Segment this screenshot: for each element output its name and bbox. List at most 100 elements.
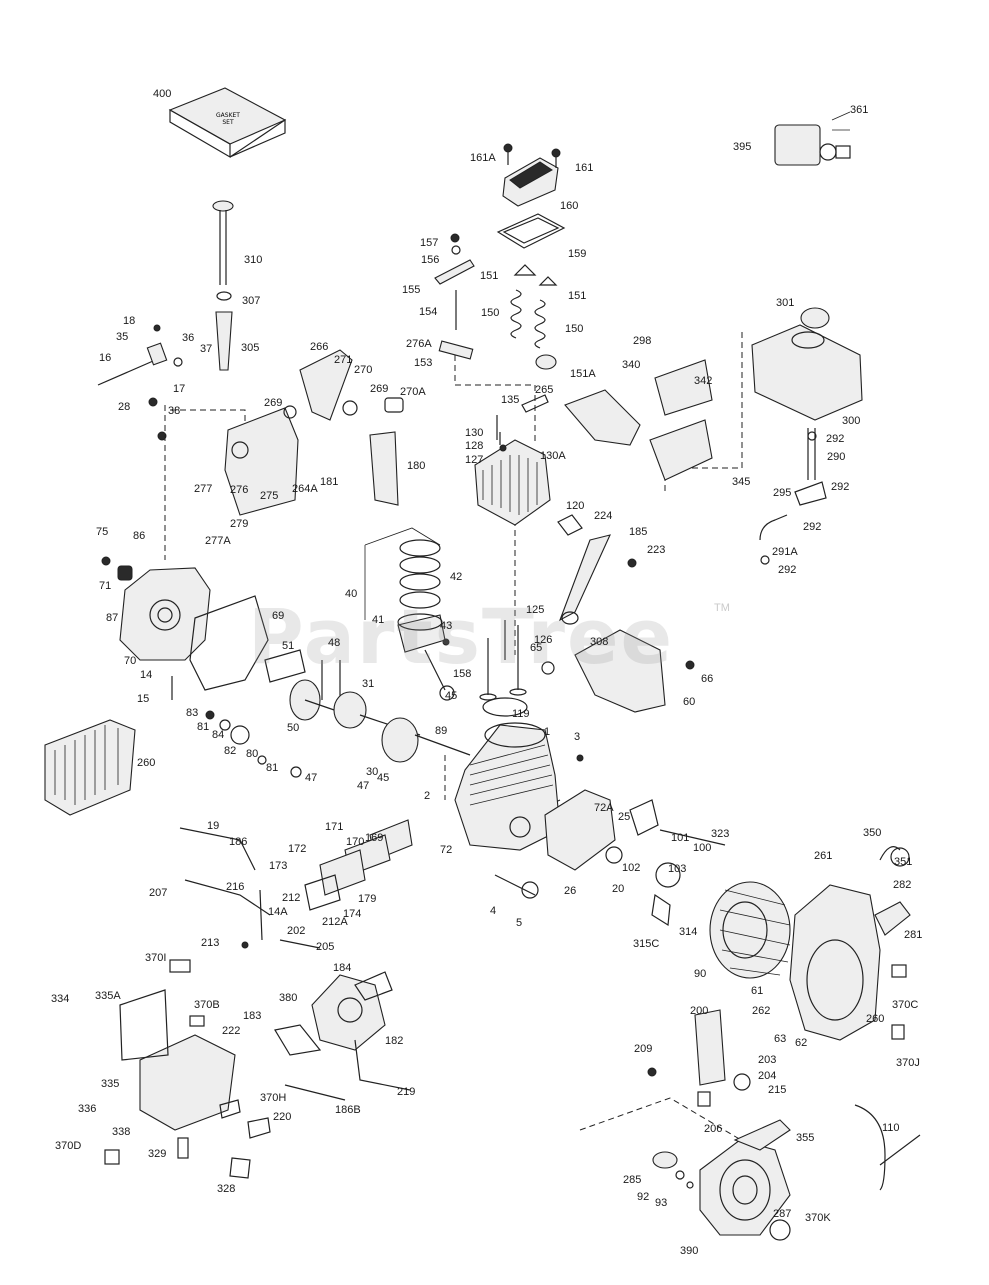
control-bracket-part	[104, 959, 271, 1179]
callout-57: 276	[230, 484, 249, 496]
callout-172: 355	[796, 1132, 815, 1144]
callout-125: 212	[282, 892, 301, 904]
callout-0: 400	[153, 88, 172, 100]
callout-56: 277	[194, 483, 213, 495]
callout-34: 269	[264, 397, 283, 409]
callout-174: 370D	[55, 1140, 82, 1152]
valve-train-parts	[434, 233, 558, 370]
callout-66: 75	[96, 526, 109, 538]
callout-132: 314	[679, 926, 698, 938]
callout-22: 35	[116, 331, 129, 343]
callout-73: 125	[526, 604, 545, 616]
callout-36: 135	[501, 394, 520, 406]
callout-103: 45	[377, 772, 390, 784]
callout-35: 265	[535, 384, 554, 396]
callout-108: 101	[671, 832, 690, 844]
callout-162: 370C	[892, 999, 919, 1011]
callout-10: 151	[568, 290, 587, 302]
callout-83: 48	[328, 637, 341, 649]
callout-82: 51	[282, 640, 295, 652]
callout-31: 270	[354, 364, 373, 376]
callout-19: 307	[242, 295, 261, 307]
callout-179: 93	[655, 1197, 668, 1209]
callout-130: 5	[516, 917, 523, 929]
callout-165: 336	[78, 1103, 97, 1115]
linkage-rods	[179, 827, 321, 949]
dipstick-parts	[212, 200, 234, 371]
callout-46: 120	[566, 500, 585, 512]
callout-9: 151	[480, 270, 499, 282]
callout-140: 202	[287, 925, 306, 937]
callout-78: 60	[683, 696, 696, 708]
callout-145: 380	[279, 992, 298, 1004]
callout-79: 87	[106, 612, 119, 624]
callout-129: 4	[490, 905, 497, 917]
fuel-tank-part	[751, 307, 863, 565]
callout-124: 216	[226, 881, 245, 893]
callout-177: 285	[623, 1174, 642, 1186]
callout-26: 17	[173, 383, 186, 395]
callout-67: 86	[133, 530, 146, 542]
callout-154: 262	[752, 1005, 771, 1017]
callout-70: 42	[450, 571, 463, 583]
callout-117: 172	[288, 843, 307, 855]
callout-160: 215	[768, 1084, 787, 1096]
short-block-part	[44, 719, 136, 816]
air-shroud-part	[544, 789, 726, 927]
callout-60: 181	[320, 476, 339, 488]
callout-166: 338	[112, 1126, 131, 1138]
callout-115: 170	[346, 836, 365, 848]
callout-114: 169	[365, 832, 384, 844]
callout-96: 119	[512, 708, 530, 720]
callout-75: 65	[530, 642, 543, 654]
callout-14: 150	[565, 323, 584, 335]
intake-parts	[304, 819, 539, 911]
callout-77: 66	[701, 673, 714, 685]
callout-146: 183	[243, 1010, 262, 1022]
governor-lever-parts	[97, 324, 183, 441]
callout-32: 269	[370, 383, 389, 395]
callout-44: 127	[465, 454, 484, 466]
callout-1: 161A	[470, 152, 496, 164]
callout-72: 43	[440, 620, 453, 632]
callout-7: 157	[420, 237, 439, 249]
callout-76: 308	[590, 636, 609, 648]
callout-28: 38	[168, 405, 181, 417]
callout-180: 390	[680, 1245, 699, 1257]
callout-17: 276A	[406, 338, 432, 350]
small-hardware-left	[171, 676, 302, 778]
gasket-text-line1: GASKET	[216, 112, 240, 119]
callout-178: 92	[637, 1191, 650, 1203]
callout-152: 200	[690, 1005, 709, 1017]
callout-97: 89	[435, 725, 448, 737]
callout-141: 212A	[322, 916, 348, 928]
callout-74: 126	[534, 634, 553, 646]
callout-47: 224	[594, 510, 613, 522]
blower-housing-part	[789, 846, 911, 1041]
callout-113: 186	[229, 836, 248, 848]
callout-102: 47	[357, 780, 370, 792]
callout-12: 154	[419, 306, 438, 318]
camshaft-parts	[264, 649, 341, 721]
callout-95: 81	[266, 762, 279, 774]
callout-109: 100	[693, 842, 712, 854]
watermark: PartsTree	[248, 592, 675, 681]
callout-8: 156	[421, 254, 440, 266]
callout-85: 15	[137, 693, 150, 705]
callout-18: 310	[244, 254, 263, 266]
callout-61: 180	[407, 460, 426, 472]
callout-149: 334	[51, 993, 70, 1005]
callout-53: 291A	[772, 546, 798, 558]
callout-25: 16	[99, 352, 112, 364]
callout-20: 305	[241, 342, 260, 354]
electric-starter-part	[647, 1009, 791, 1151]
callout-62: 279	[230, 518, 249, 530]
callout-100: 260	[137, 757, 156, 769]
callout-163: 370J	[896, 1057, 920, 1069]
callout-153: 61	[751, 985, 764, 997]
callout-136: 282	[893, 879, 912, 891]
callout-134: 261	[814, 850, 833, 862]
callout-59: 264A	[292, 483, 318, 495]
breather-tube-part	[558, 534, 637, 625]
callout-157: 209	[634, 1043, 653, 1055]
